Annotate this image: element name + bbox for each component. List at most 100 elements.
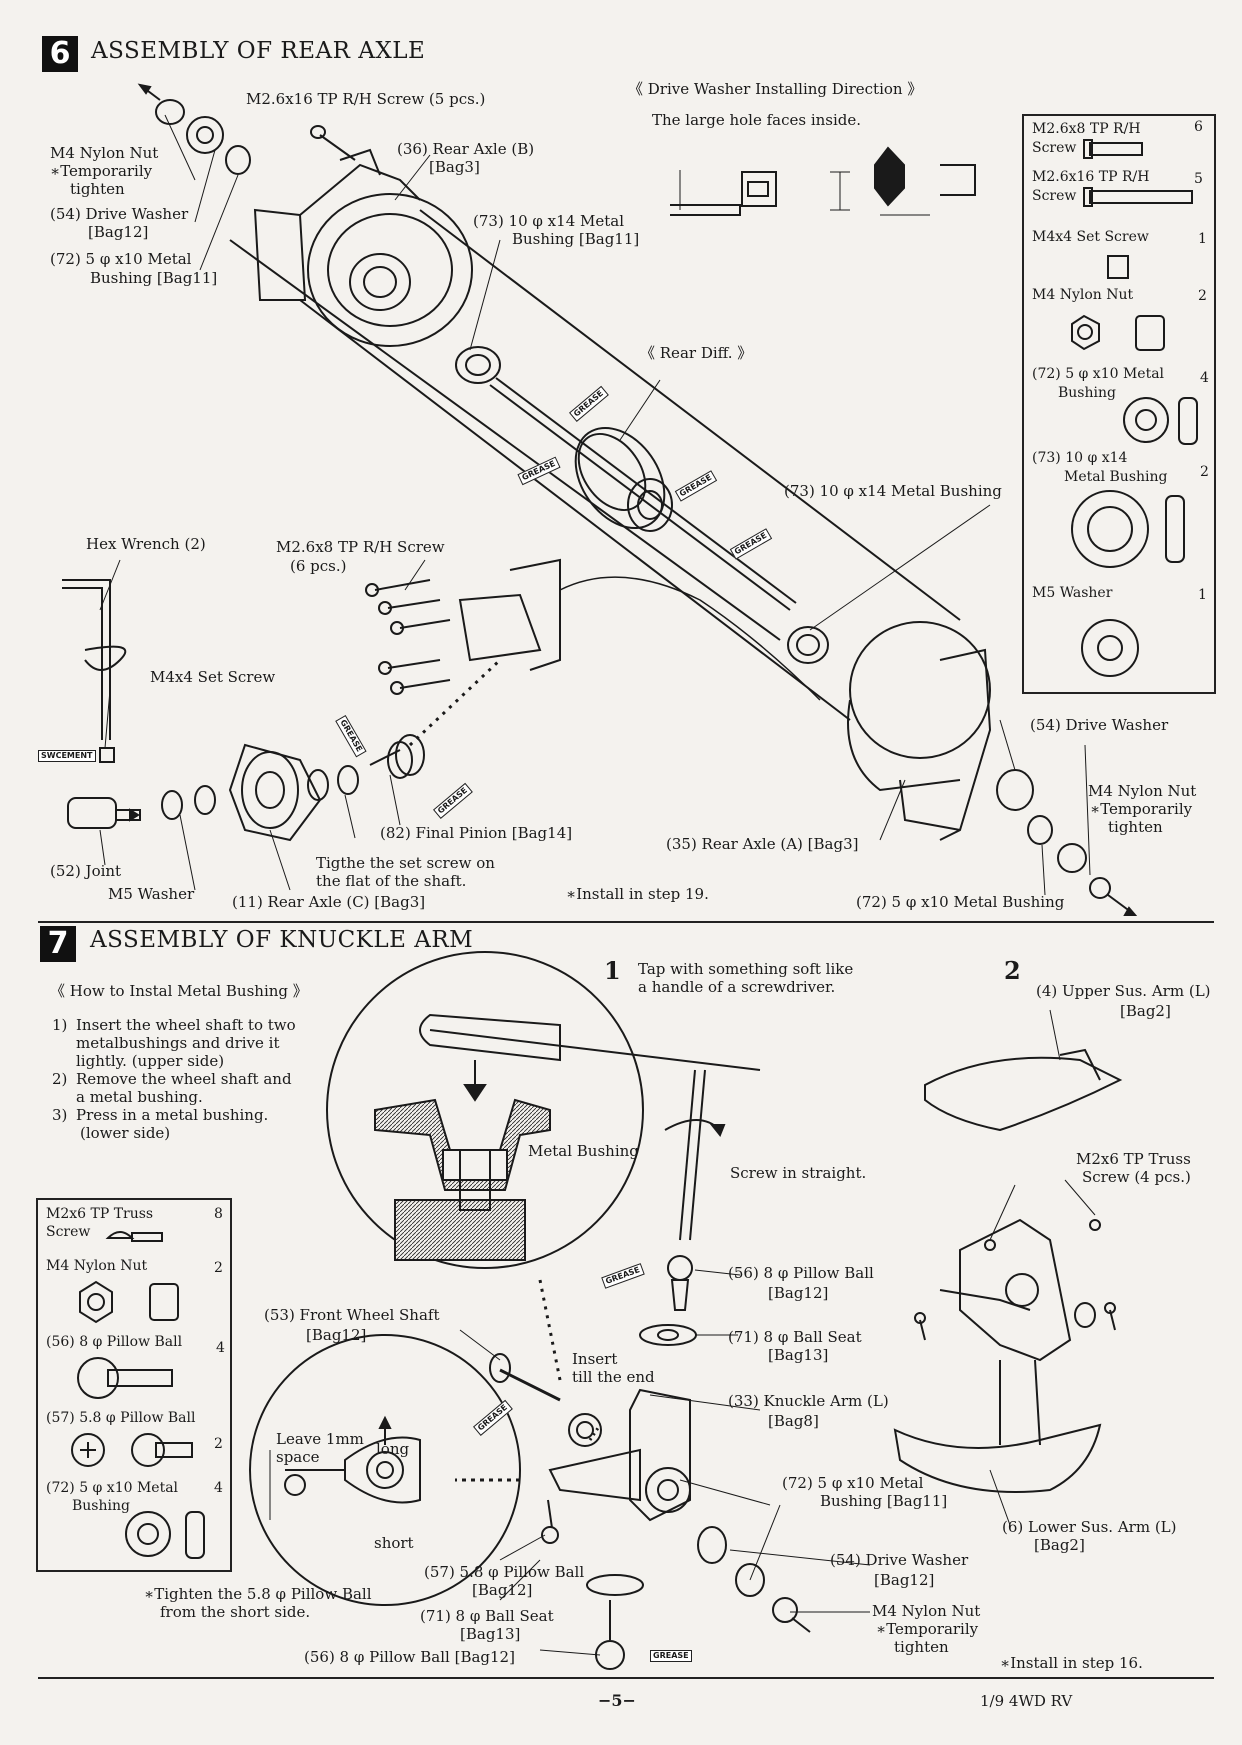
step-1-text: Tap with something soft like <box>638 960 854 978</box>
label-m4nutb-tighten: tighten <box>1108 818 1163 836</box>
label-p4-bag: [Bag2] <box>1120 1002 1171 1020</box>
label-p53-bag: [Bag12] <box>306 1326 367 1344</box>
howto-step-line: lightly. (upper side) <box>76 1052 225 1070</box>
parts-item-name: (56) 8 φ Pillow Ball <box>46 1334 183 1350</box>
label-m5-washer: M5 Washer <box>108 885 195 903</box>
label-p72: (72) 5 φ x10 Metal <box>50 250 192 268</box>
label-tighten-2: the flat of the shaft. <box>316 872 467 890</box>
parts-item-qty: 4 <box>214 1480 223 1496</box>
parts-item-name2: Screw <box>1032 140 1077 156</box>
label-tighten58: ∗Tighten the 5.8 φ Pillow Ball <box>144 1585 372 1603</box>
parts-item-name: M2.6x8 TP R/H <box>1032 121 1141 137</box>
label-short: short <box>374 1534 414 1552</box>
howto-step-number: 1) <box>52 1016 68 1034</box>
section-divider <box>38 921 1214 923</box>
label-tighten-1: Tigthe the set screw on <box>316 854 495 872</box>
pillow-ball-detail-drawing <box>269 1415 421 1520</box>
joint-drawing <box>67 797 141 829</box>
label-p71b: (71) 8 φ Ball Seat <box>420 1607 554 1625</box>
label-p73a: (73) 10 φ x14 Metal <box>473 212 625 230</box>
label-p36-bag: [Bag3] <box>429 158 480 176</box>
label-p56a-bag: [Bag12] <box>768 1284 829 1302</box>
label-tighten58-2: from the short side. <box>160 1603 311 1621</box>
section-6-title: ASSEMBLY OF REAR AXLE <box>91 38 426 64</box>
label-p71a: (71) 8 φ Ball Seat <box>728 1328 862 1346</box>
label-p56a: (56) 8 φ Pillow Ball <box>728 1264 874 1282</box>
parts-box-section-6: M2.6x8 TP R/H 6 Screw M2.6x16 TP R/H 5 S… <box>1022 114 1216 694</box>
label-p52: (52) Joint <box>50 862 122 880</box>
parts-item-name2: Screw <box>46 1224 91 1240</box>
howto-step-line: a metal bushing. <box>76 1088 203 1106</box>
parts-item-name2: Bushing <box>1058 385 1116 401</box>
parts-box-icons <box>71 1231 205 1559</box>
parts-item-qty: 2 <box>214 1436 223 1452</box>
step-1-number: 1 <box>604 956 621 985</box>
label-rear-diff: 《 Rear Diff. 》 <box>640 344 753 362</box>
label-m26x8-qty: (6 pcs.) <box>290 557 347 575</box>
label-metal-bushing: Metal Bushing <box>528 1142 639 1160</box>
label-leave-space: space <box>276 1448 320 1466</box>
label-m4nutb-temp: ∗Temporarily <box>1090 800 1193 818</box>
hex-wrench-drawing <box>62 579 127 740</box>
parts-item-name: M5 Washer <box>1032 585 1113 601</box>
label-p57: (57) 5.8 φ Pillow Ball <box>424 1563 585 1581</box>
label-screw-straight: Screw in straight. <box>730 1164 867 1182</box>
parts-item-qty: 2 <box>214 1260 223 1276</box>
label-m26x16: M2.6x16 TP R/H Screw (5 pcs.) <box>246 90 486 108</box>
label-insert-2: till the end <box>572 1368 655 1386</box>
howto-step-line: metalbushings and drive it <box>76 1034 280 1052</box>
label-m4nut-temp: ∗Temporarily <box>876 1620 979 1638</box>
label-p54: (54) Drive Washer <box>50 205 189 223</box>
label-p36: (36) Rear Axle (B) <box>397 140 535 158</box>
parts-item-qty: 1 <box>1198 231 1207 247</box>
drive-washer-direction-text: The large hole faces inside. <box>652 111 862 129</box>
label-p4: (4) Upper Sus. Arm (L) <box>1036 982 1211 1000</box>
label-p54-bag: [Bag12] <box>88 223 149 241</box>
parts-box-icons <box>1071 139 1198 677</box>
label-m4-nut: M4 Nylon Nut <box>50 144 159 162</box>
howto-title: 《 How to Instal Metal Bushing 》 <box>50 982 308 1000</box>
label-m26x8: M2.6x8 TP R/H Screw <box>276 538 445 556</box>
label-hex-wrench: Hex Wrench (2) <box>86 535 206 553</box>
parts-item-name2: Metal Bushing <box>1064 469 1168 485</box>
parts-item-qty: 4 <box>216 1340 225 1356</box>
label-p11: (11) Rear Axle (C) [Bag3] <box>232 893 426 911</box>
label-p73b: (73) 10 φ x14 Metal Bushing <box>784 482 1002 500</box>
howto-step-number: 2) <box>52 1070 68 1088</box>
press-bushing-drawing <box>374 1013 761 1261</box>
suspension-arm-drawing <box>893 1048 1123 1493</box>
howto-step-line: Insert the wheel shaft to two <box>76 1016 296 1034</box>
label-p71a-bag: [Bag13] <box>768 1346 829 1364</box>
page-number: −5− <box>598 1691 636 1710</box>
section-7-number: 7 <box>40 926 76 962</box>
label-p54-bag: [Bag12] <box>874 1571 935 1589</box>
drive-washer-direction-title: 《 Drive Washer Installing Direction 》 <box>628 80 923 98</box>
label-m2x6-qty: Screw (4 pcs.) <box>1082 1168 1191 1186</box>
label-p82: (82) Final Pinion [Bag14] <box>380 824 573 842</box>
step-1-text-2: a handle of a screwdriver. <box>638 978 836 996</box>
label-m4nut-tighten: tighten <box>894 1638 949 1656</box>
label-insert: Insert <box>572 1350 618 1368</box>
label-long: long <box>376 1440 410 1458</box>
label-p53: (53) Front Wheel Shaft <box>264 1306 440 1324</box>
howto-step-line: Remove the wheel shaft and <box>76 1070 292 1088</box>
top-left-hardware <box>137 83 356 175</box>
label-m4nut: M4 Nylon Nut <box>872 1602 981 1620</box>
parts-item-name: (72) 5 φ x10 Metal <box>1032 366 1165 382</box>
rear-diff-drawing <box>489 377 797 611</box>
parts-item-qty: 8 <box>214 1206 223 1222</box>
label-p73a-bag: Bushing [Bag11] <box>512 230 640 248</box>
label-p6: (6) Lower Sus. Arm (L) <box>1002 1518 1177 1536</box>
parts-item-name: (57) 5.8 φ Pillow Ball <box>46 1410 196 1426</box>
rear-axle-b-drawing <box>253 148 473 347</box>
label-p72-bag: Bushing [Bag11] <box>820 1492 948 1510</box>
label-p72: (72) 5 φ x10 Metal <box>782 1474 924 1492</box>
label-install-19: ∗Install in step 19. <box>566 885 709 903</box>
howto-step-number: 3) <box>52 1106 68 1124</box>
model-name: 1/9 4WD RV <box>980 1692 1073 1710</box>
drive-washer-direction-drawing <box>670 146 976 216</box>
label-install-16: ∗Install in step 16. <box>1000 1654 1143 1672</box>
label-p57-bag: [Bag12] <box>472 1581 533 1599</box>
label-p72-bag: Bushing [Bag11] <box>90 269 218 287</box>
